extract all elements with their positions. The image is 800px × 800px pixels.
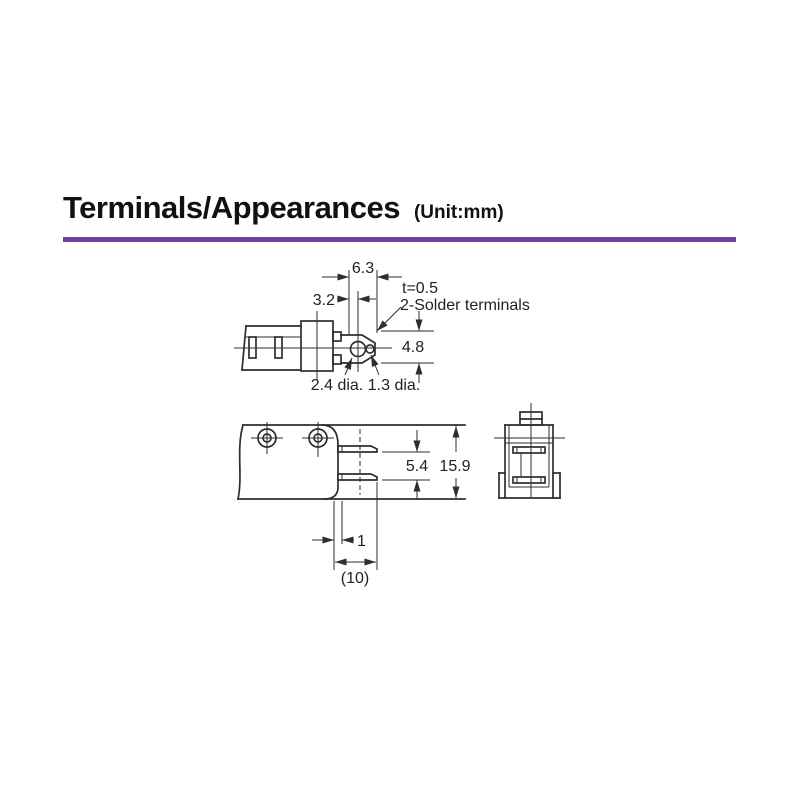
- dim-label: 4.8: [402, 339, 424, 356]
- section-header: Terminals/Appearances (Unit:mm): [63, 186, 736, 242]
- terminal-step: [332, 331, 342, 342]
- dim-1: 1: [312, 501, 366, 570]
- dim-1-3-dia: 1.3 dia.: [368, 354, 420, 394]
- thickness-label: t=0.5: [402, 280, 438, 297]
- dim-label: 1.3 dia.: [368, 377, 420, 394]
- dim-label: 2.4 dia.: [311, 377, 363, 394]
- dim-15-9: 15.9: [439, 426, 471, 498]
- dim-label: (10): [341, 570, 369, 587]
- housing: [494, 424, 565, 499]
- end-view: [494, 403, 565, 499]
- dim-5-4: 5.4: [382, 430, 430, 500]
- dim-2-4-dia: 2.4 dia.: [311, 357, 363, 394]
- switch-body-left: [241, 325, 302, 371]
- solder-terminals-label: 2-Solder terminals: [400, 297, 530, 314]
- base-flange: [498, 472, 561, 499]
- side-view: 6.3 3.2 t=0.5 2-Solder terminals 4.8 2.4…: [234, 260, 530, 394]
- break-line: [236, 423, 245, 501]
- dim-3-2: 3.2: [313, 292, 376, 309]
- terminal-bar: [512, 476, 546, 484]
- unit-label: (Unit:mm): [413, 202, 504, 223]
- dim-label: 15.9: [439, 458, 470, 475]
- terminal-pin: [337, 473, 378, 481]
- body-right-edge: [321, 424, 339, 500]
- top-view: 5.4 15.9 1 (10): [236, 422, 471, 587]
- pin-feature: [248, 336, 257, 359]
- dim-label: 6.3: [352, 260, 374, 277]
- mounting-hole: [302, 422, 334, 457]
- mounting-hole: [251, 422, 283, 454]
- pin-feature: [274, 336, 283, 359]
- terminal-step: [332, 354, 342, 365]
- terminal-pin: [337, 445, 378, 453]
- purple-rule: [63, 237, 736, 242]
- dim-label: 3.2: [313, 292, 335, 309]
- terminal-hole-inner: [365, 344, 375, 354]
- page-title: Terminals/Appearances (Unit:mm): [63, 186, 736, 235]
- terminal-bar: [512, 446, 546, 454]
- dim-label: 5.4: [406, 458, 428, 475]
- dim-10: (10): [335, 482, 378, 587]
- leader-solder-terminals: [376, 306, 402, 332]
- dim-4-8: 4.8: [381, 311, 434, 383]
- dim-label: 1: [357, 533, 366, 550]
- title-text: Terminals/Appearances: [63, 190, 400, 225]
